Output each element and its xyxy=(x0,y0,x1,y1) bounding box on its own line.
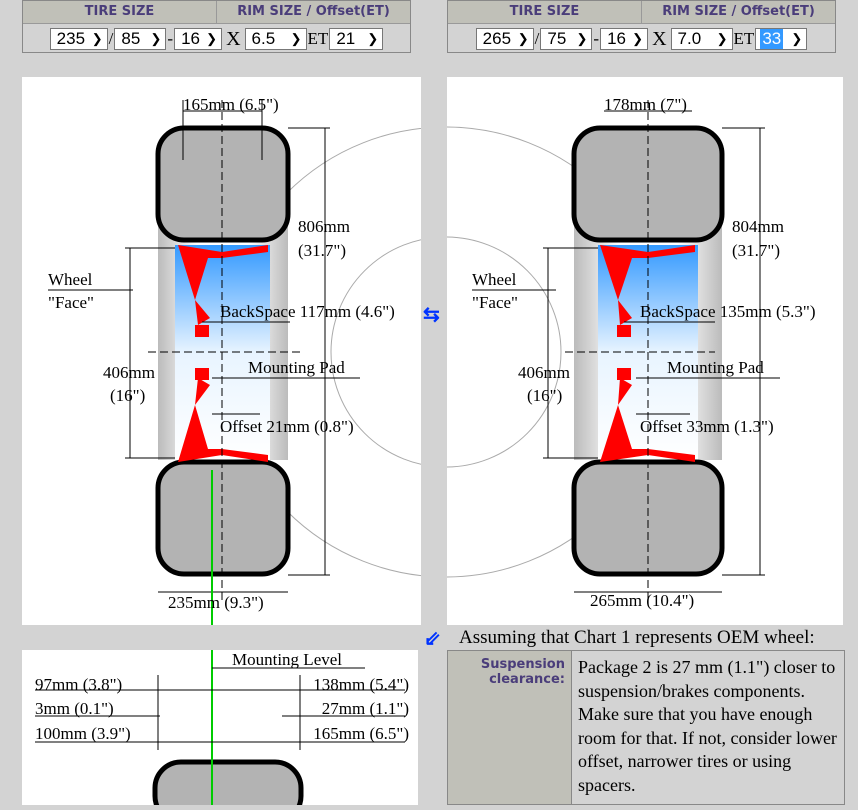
left-measure-3: 100mm (3.9") xyxy=(35,724,131,743)
tire-size-header: TIRE SIZE xyxy=(23,1,217,23)
rim-spoke-top xyxy=(178,245,268,325)
tire-height-mm: 804mm xyxy=(732,217,784,236)
et-label: ET xyxy=(733,29,755,48)
size-selector-2: TIRE SIZE RIM SIZE / Offset(ET) 265❯ / 75… xyxy=(447,0,836,53)
suspension-clearance-label: Suspension clearance: xyxy=(448,651,572,804)
backspace-label: BackSpace 117mm (4.6") xyxy=(220,302,395,321)
comparison-chart: Mounting Level 97mm (3.8") 3mm (0.1") 10… xyxy=(22,650,418,810)
offset-select[interactable]: 33❯ xyxy=(755,28,808,50)
rim-size-header: RIM SIZE / Offset(ET) xyxy=(237,4,390,19)
slash: / xyxy=(108,29,114,48)
dash: - xyxy=(167,29,174,48)
left-measure-2: 3mm (0.1") xyxy=(35,699,114,718)
tire-aspect-select[interactable]: 75❯ xyxy=(540,28,593,50)
rim-spoke-top xyxy=(600,245,695,325)
x-label: X xyxy=(226,27,241,50)
tread-width-label: 165mm (6.5") xyxy=(183,95,279,114)
right-measure-3: 165mm (6.5") xyxy=(313,724,409,743)
chevron-down-icon: ❯ xyxy=(791,31,803,46)
tire-width-select[interactable]: 235❯ xyxy=(49,28,108,50)
rim-diameter-select[interactable]: 16❯ xyxy=(600,28,649,50)
tire-bottom xyxy=(155,459,291,577)
tire-height-in: (31.7") xyxy=(732,241,780,260)
assumption-text: Assuming that Chart 1 represents OEM whe… xyxy=(459,627,815,648)
chevron-down-icon: ❯ xyxy=(290,31,302,46)
offset-label: Offset 33mm (1.3") xyxy=(640,417,774,436)
tread-width-label: 178mm (7") xyxy=(604,95,687,114)
dash: - xyxy=(593,29,600,48)
chevron-down-icon: ❯ xyxy=(716,31,728,46)
size-selector-1: TIRE SIZE RIM SIZE / Offset(ET) 235❯ / 85… xyxy=(22,0,411,53)
arrow-down-left-icon: ⇙ xyxy=(424,628,441,650)
backspace-label: BackSpace 135mm (5.3") xyxy=(640,302,815,321)
chart-1: 165mm (6.5") 806mm (31.7") Wheel "Face" … xyxy=(22,77,672,625)
rim-width-select[interactable]: 6.5❯ xyxy=(244,28,307,50)
slash: / xyxy=(534,29,540,48)
suspension-clearance-row: Suspension clearance: Package 2 is 27 mm… xyxy=(447,650,845,805)
chevron-down-icon: ❯ xyxy=(367,31,379,46)
offset-label: Offset 21mm (0.8") xyxy=(220,417,354,436)
mounting-pad-label: Mounting Pad xyxy=(667,358,764,377)
rim-diameter-mm: 406mm xyxy=(518,363,570,382)
chevron-down-icon: ❯ xyxy=(517,31,529,46)
chevron-down-icon: ❯ xyxy=(576,31,588,46)
tire-height-mm: 806mm xyxy=(298,217,350,236)
chevron-down-icon: ❯ xyxy=(206,31,218,46)
face-label: "Face" xyxy=(48,293,94,312)
tire-width-select[interactable]: 265❯ xyxy=(475,28,534,50)
right-measure-2: 27mm (1.1") xyxy=(322,699,409,718)
rim-spoke-bottom xyxy=(600,378,695,462)
tire-height-in: (31.7") xyxy=(298,241,346,260)
rim-width-select[interactable]: 7.0❯ xyxy=(670,28,733,50)
swap-icon[interactable]: ⇆ xyxy=(423,304,440,326)
mounting-level-label: Mounting Level xyxy=(232,650,342,669)
rim-size-header: RIM SIZE / Offset(ET) xyxy=(662,4,815,19)
chevron-down-icon: ❯ xyxy=(91,31,103,46)
right-measure-1: 138mm (5.4") xyxy=(313,675,409,694)
rim-diameter-in: (16") xyxy=(527,386,562,405)
rim-diameter-mm: 406mm xyxy=(103,363,155,382)
offset-select[interactable]: 21❯ xyxy=(329,28,384,50)
tire-size-header: TIRE SIZE xyxy=(448,1,642,23)
rim-spoke-bottom xyxy=(178,378,268,462)
rim-diameter-in: (16") xyxy=(110,386,145,405)
chevron-down-icon: ❯ xyxy=(150,31,162,46)
wheel-label: Wheel xyxy=(472,270,517,289)
section-width-label: 235mm (9.3") xyxy=(168,593,264,612)
et-label: ET xyxy=(307,29,329,48)
tire-outline xyxy=(152,759,304,810)
suspension-clearance-text: Package 2 is 27 mm (1.1") closer to susp… xyxy=(572,651,844,804)
chevron-down-icon: ❯ xyxy=(632,31,644,46)
tire-aspect-select[interactable]: 85❯ xyxy=(114,28,167,50)
face-label: "Face" xyxy=(472,293,518,312)
mounting-pad-label: Mounting Pad xyxy=(248,358,345,377)
tire-top xyxy=(155,125,291,243)
wheel-label: Wheel xyxy=(48,270,93,289)
x-label: X xyxy=(652,27,667,50)
section-width-label: 265mm (10.4") xyxy=(590,591,694,610)
chart-2: 178mm (7") 804mm (31.7") Wheel "Face" Ba… xyxy=(220,77,843,625)
rim-diameter-select[interactable]: 16❯ xyxy=(174,28,223,50)
left-measure-1: 97mm (3.8") xyxy=(35,675,122,694)
